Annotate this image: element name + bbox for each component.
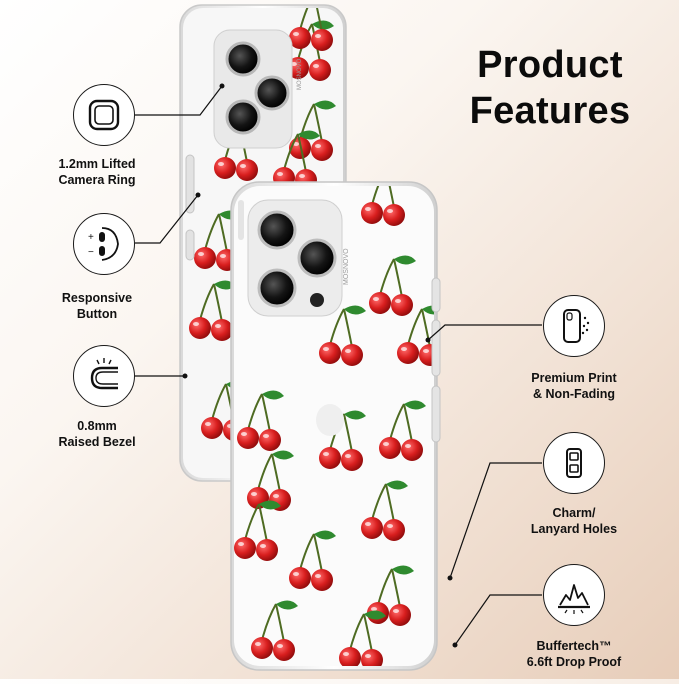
front-phone-case bbox=[230, 181, 441, 671]
drop-proof-icon bbox=[558, 584, 590, 614]
leader-line-drop bbox=[454, 594, 542, 646]
feature-label-lanyard-holes: Charm/ Lanyard Holes bbox=[530, 506, 618, 536]
premium-print-icon bbox=[563, 309, 590, 343]
feature-label-drop-proof: Buffertech™ 6.6ft Drop Proof bbox=[526, 639, 622, 669]
lifted-camera-ring-icon bbox=[88, 99, 120, 131]
raised-bezel-icon bbox=[90, 358, 118, 390]
feature-icon-premium-print bbox=[543, 295, 605, 357]
feature-icon-lanyard-holes bbox=[543, 432, 605, 494]
leader-line-lanyard bbox=[449, 462, 542, 579]
svg-text:+: + bbox=[88, 232, 94, 243]
feature-label-camera-ring: 1.2mm Lifted Camera Ring bbox=[58, 157, 136, 187]
responsive-button-icon: + − bbox=[88, 227, 119, 261]
svg-text:−: − bbox=[88, 247, 94, 258]
feature-label-raised-bezel: 0.8mm Raised Bezel bbox=[58, 419, 136, 449]
lanyard-holes-icon bbox=[566, 448, 582, 478]
leader-line-camera bbox=[135, 85, 223, 116]
apple-logo-icon bbox=[316, 404, 344, 436]
feature-label-premium-print: Premium Print & Non-Fading bbox=[531, 371, 617, 401]
page-title: Product Features bbox=[440, 42, 660, 134]
case-brand-front: MOSNOVO bbox=[343, 248, 350, 285]
feature-label-responsive-button: Responsive Button bbox=[61, 291, 133, 321]
leader-line-button bbox=[135, 194, 199, 244]
feature-icon-camera-ring bbox=[73, 84, 135, 146]
feature-icon-raised-bezel bbox=[73, 345, 135, 407]
leader-line-print bbox=[427, 324, 542, 341]
title-line-1: Product bbox=[477, 44, 623, 86]
case-brand-back: MOSNOVO bbox=[297, 58, 303, 90]
title-line-2: Features bbox=[469, 90, 631, 132]
feature-icon-responsive-button: + − bbox=[73, 213, 135, 275]
feature-icon-drop-proof bbox=[543, 564, 605, 626]
